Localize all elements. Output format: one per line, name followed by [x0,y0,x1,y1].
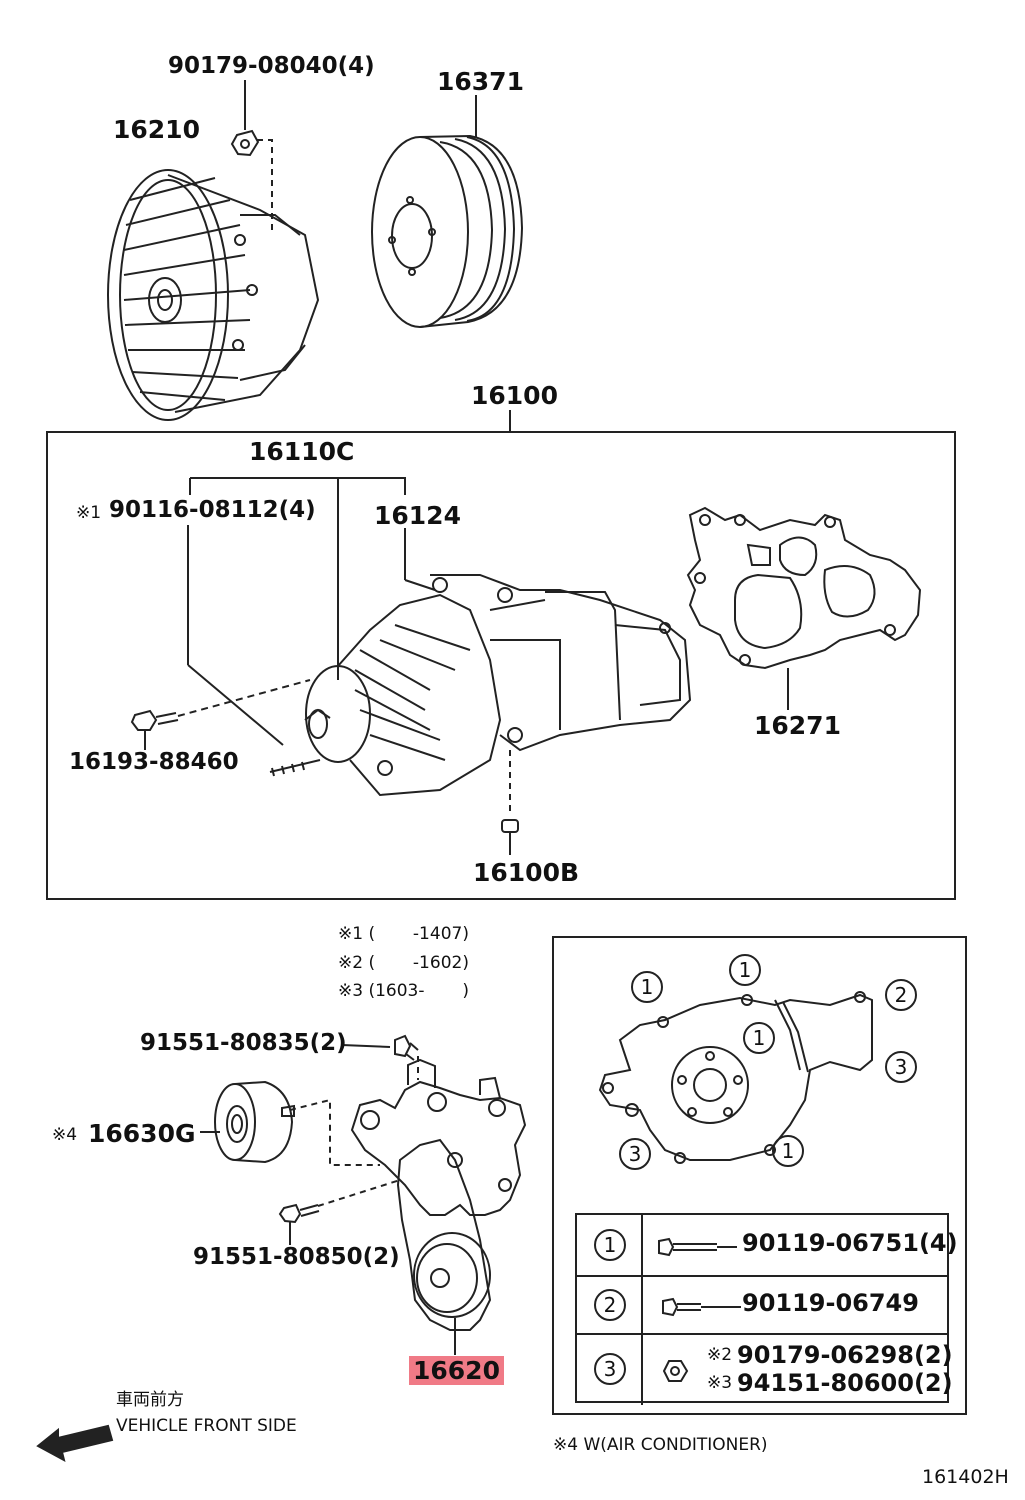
part-label-idler: 16630G [88,1119,196,1148]
inset-marker: 1 [772,1135,804,1167]
pump-rear-view-drawing [598,991,873,1164]
inset-marker: 1 [729,954,761,986]
tensioner-drawing [396,1138,492,1355]
bolt-icon [662,1297,741,1317]
gasket-drawing [686,506,922,710]
legend-part: 90119-06751(4) [742,1229,958,1257]
part-label-fan-clutch: 16210 [113,115,200,144]
part-label-bracket-bolt-low: 91551-80850(2) [193,1244,400,1270]
vehicle-front-arrow-icon [36,1424,114,1462]
legend-row: 3 ※2 90179-06298(2) ※3 94151-80600(2) [577,1333,953,1405]
diagram-id: 161402H [922,1466,1009,1488]
inset-marker: 3 [885,1051,917,1083]
footnote-mark-idler: ※4 [52,1125,78,1145]
legend-part: 90179-06298(2) [737,1341,953,1369]
direction-label-jp: 車両前方 [116,1390,184,1410]
inset-marker: 1 [631,971,663,1003]
nut-icon [663,1360,689,1382]
serial-note-3: ※3 (1603- ) [338,981,469,1001]
legend-symbol: 1 [594,1229,626,1261]
idler-pulley-drawing [200,1080,380,1166]
part-label-plug: 16100B [473,858,580,887]
part-label-stud: 16193-88460 [69,749,239,775]
inset-marker: 2 [885,979,917,1011]
part-label-pump-bolt: 90116-08112(4) [109,497,316,523]
bolt-icon [658,1237,737,1257]
legend-part: 90119-06749 [742,1289,919,1317]
fan-bolt-drawing [230,80,273,230]
direction-label-en: VEHICLE FRONT SIDE [116,1416,297,1436]
part-label-pump-assembly: 16100 [471,381,558,410]
legend-row: 2 90119-06749 [577,1275,947,1335]
serial-note-1: ※1 ( -1407) [338,924,469,944]
pump-assembly-frame [46,431,956,900]
legend-symbol: 2 [594,1289,626,1321]
part-label-gasket: 16271 [754,711,841,740]
legend-footnote-mark: ※2 [707,1345,733,1365]
legend-symbol: 3 [594,1353,626,1385]
pulley-drawing [371,95,524,328]
footnote-mark-pump-bolt: ※1 [76,503,102,523]
part-label-tensioner-highlighted: 16620 [409,1356,504,1385]
serial-note-2: ※2 ( -1602) [338,953,469,973]
fastener-legend-table: 1 90119-06751(4) 2 90119-06749 3 ※2 9017… [575,1213,958,1405]
part-label-pump-sub: 16110C [249,437,355,466]
part-label-fan-bolt: 90179-08040(4) [168,53,375,79]
legend-row: 1 90119-06751(4) [577,1215,958,1275]
part-label-pump-gasket: 16124 [374,501,461,530]
detail-inset-frame [552,936,967,1415]
legend-footnote-mark: ※3 [707,1373,733,1393]
inset-marker: 1 [743,1022,775,1054]
water-pump-drawing [304,574,692,797]
bracket-drawing [350,1058,527,1216]
fan-clutch-drawing [107,169,320,421]
legend-part: 94151-80600(2) [737,1369,953,1397]
inset-marker: 3 [619,1138,651,1170]
part-label-pulley: 16371 [437,67,524,96]
footnote-air-conditioner: ※4 W(AIR CONDITIONER) [553,1435,768,1455]
part-label-bracket-bolt-top: 91551-80835(2) [140,1030,347,1056]
